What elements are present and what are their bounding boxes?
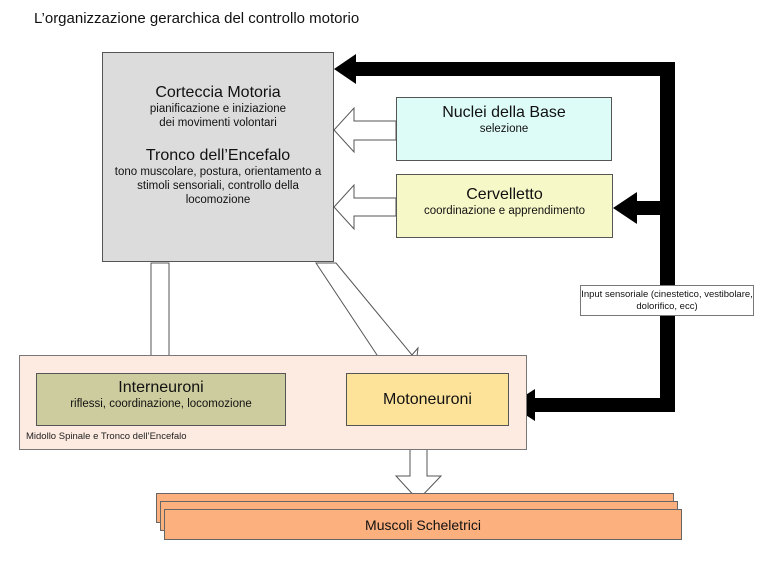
- sensory-feedback-path: [334, 54, 675, 421]
- skeletal-muscles-label: Muscoli Scheletrici: [365, 517, 481, 533]
- feedback-vertical-bar: [660, 62, 675, 412]
- feedback-motoneuron-bar: [530, 398, 675, 412]
- feedback-cerebellum-bar: [633, 201, 675, 215]
- cerebellum-heading: Cervelletto: [466, 186, 543, 203]
- interneurons-heading: Interneuroni: [118, 379, 204, 396]
- arrow-cerebellum-to-cortex: [333, 183, 397, 231]
- arrow-to-cerebellum: [613, 192, 637, 224]
- cerebellum-desc: coordinazione e apprendimento: [423, 205, 586, 217]
- interneurons-box: Interneuroni riflessi, coordinazione, lo…: [36, 373, 286, 426]
- brainstem-heading: Tronco dell’Encefalo: [145, 147, 291, 164]
- sensory-input-line-1: Input sensoriale (cinestetico, vestibola…: [581, 289, 753, 300]
- brainstem-desc-1: tono muscolare, postura, orientamento a: [114, 166, 322, 178]
- motoneurons-heading: Motoneuroni: [383, 391, 472, 408]
- motoneurons-box: Motoneuroni: [346, 373, 509, 426]
- spinal-region-label: Midollo Spinale e Tronco dell’Encefalo: [26, 431, 187, 442]
- feedback-top-bar: [352, 62, 675, 76]
- cortex-desc-1: pianificazione e iniziazione: [149, 103, 287, 115]
- brainstem-desc-2: stimoli sensoriali, controllo della: [137, 180, 299, 192]
- basal-ganglia-desc: selezione: [479, 123, 529, 135]
- skeletal-muscles-box: Muscoli Scheletrici: [164, 509, 682, 540]
- arrow-to-cortex: [334, 54, 356, 84]
- brainstem-desc-3: locomozione: [185, 194, 251, 206]
- cortex-desc-2: dei movimenti volontari: [159, 117, 277, 129]
- motor-cortex-box: Corteccia Motoria pianificazione e inizi…: [102, 52, 334, 262]
- sensory-input-box: Input sensoriale (cinestetico, vestibola…: [580, 285, 754, 316]
- cortex-heading: Corteccia Motoria: [155, 84, 281, 101]
- arrow-basal-to-cortex: [333, 106, 397, 154]
- cerebellum-box: Cervelletto coordinazione e apprendiment…: [396, 174, 613, 238]
- sensory-input-line-2: dolorifico, ecc): [636, 301, 698, 312]
- basal-ganglia-box: Nuclei della Base selezione: [396, 97, 612, 161]
- basal-ganglia-heading: Nuclei della Base: [442, 104, 566, 121]
- interneurons-desc: riflessi, coordinazione, locomozione: [70, 398, 252, 410]
- diagram-title: L’organizzazione gerarchica del controll…: [34, 10, 360, 27]
